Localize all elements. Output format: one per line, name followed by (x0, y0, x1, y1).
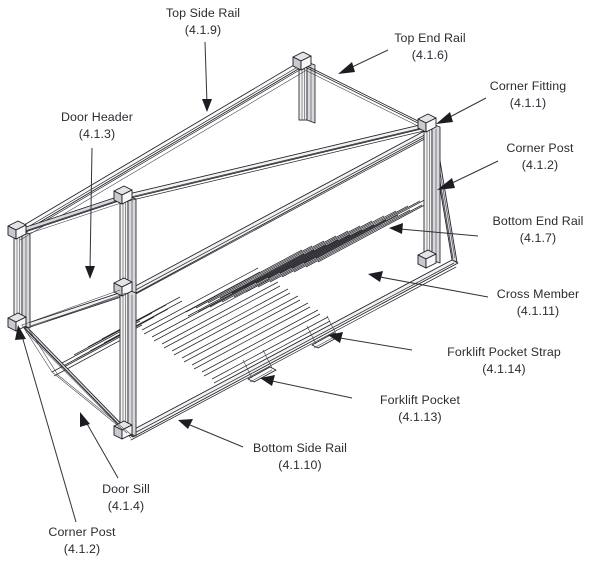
corner-post-right-front (423, 123, 441, 264)
callout-label-group: Top Side Rail (4.1.9) Top End Rail (4.1.… (48, 6, 583, 556)
callout-forklift-pocket-name: Forklift Pocket (380, 393, 460, 407)
callout-forklift-pocket-strap: Forklift Pocket Strap (4.1.14) (447, 345, 561, 376)
top-side-rail (13, 61, 306, 241)
callout-bottom-side-rail-name: Bottom Side Rail (253, 441, 347, 455)
door-sill (21, 324, 134, 439)
callout-top-side-rail-ref: (4.1.9) (185, 23, 222, 37)
leader-corner-post-right (437, 160, 499, 190)
leader-top-end-rail (338, 49, 389, 74)
leader-door-header (85, 147, 95, 279)
corner-fitting-top-centre (113, 185, 133, 205)
callout-bottom-end-rail-name: Bottom End Rail (492, 214, 583, 228)
leader-forklift-pocket-strap (328, 332, 413, 351)
callout-cross-member-ref: (4.1.11) (517, 304, 560, 318)
callout-cross-member: Cross Member (4.1.11) (497, 287, 579, 318)
callout-corner-fitting: Corner Fitting (4.1.1) (490, 79, 566, 110)
callout-top-side-rail: Top Side Rail (4.1.9) (166, 6, 240, 37)
corner-post-centre (119, 195, 137, 294)
leader-bottom-end-rail (389, 223, 479, 237)
corner-fitting-bottom-left-front (7, 312, 27, 332)
callout-cross-member-name: Cross Member (497, 287, 579, 301)
callout-corner-post-left-name: Corner Post (48, 525, 116, 539)
callout-door-header: Door Header (4.1.3) (61, 110, 133, 141)
bottom-side-rail-door-bay (21, 289, 134, 329)
leader-cross-member (368, 271, 489, 298)
corner-post-left-front (13, 230, 31, 329)
leader-corner-post-left (15, 325, 77, 523)
container-frame-structure (7, 51, 459, 441)
callout-corner-post-right-ref: (4.1.2) (522, 158, 559, 172)
forklift-pocket-1 (247, 366, 277, 383)
cross-member-group (51, 195, 435, 384)
leader-door-sill (80, 412, 119, 479)
callout-door-sill: Door Sill (4.1.4) (102, 482, 150, 513)
leader-forklift-pocket (260, 375, 353, 399)
callout-forklift-pocket-strap-ref: (4.1.14) (482, 362, 526, 376)
callout-top-end-rail: Top End Rail (4.1.6) (394, 31, 465, 62)
top-end-rail (298, 61, 431, 132)
callout-top-side-rail-name: Top Side Rail (166, 6, 240, 20)
callout-forklift-pocket: Forklift Pocket (4.1.13) (380, 393, 460, 424)
corner-fitting-top-right-rear (292, 51, 312, 71)
corner-fitting-bottom-right-front (417, 249, 437, 269)
callout-corner-fitting-ref: (4.1.1) (510, 96, 547, 110)
corner-fitting-deck-centre (113, 277, 133, 297)
callout-corner-post-left: Corner Post (4.1.2) (48, 525, 116, 556)
callout-corner-fitting-name: Corner Fitting (490, 79, 566, 93)
callout-forklift-pocket-ref: (4.1.13) (398, 410, 442, 424)
callout-top-end-rail-name: Top End Rail (394, 31, 465, 45)
corner-fitting-bottom-centre (113, 420, 133, 440)
bottom-side-rail-near (126, 259, 459, 441)
callout-leader-group (15, 41, 499, 523)
callout-door-header-name: Door Header (61, 110, 133, 124)
corner-fitting-top-left-front (7, 220, 27, 240)
callout-door-sill-ref: (4.1.4) (108, 499, 145, 513)
corner-fitting-top-right-front (417, 113, 437, 133)
leader-top-side-rail (202, 41, 212, 112)
callout-corner-post-right-name: Corner Post (506, 141, 574, 155)
callout-corner-post-left-ref: (4.1.2) (64, 542, 101, 556)
leader-corner-fitting (436, 97, 487, 124)
callout-forklift-pocket-strap-name: Forklift Pocket Strap (447, 345, 561, 359)
callout-top-end-rail-ref: (4.1.6) (412, 48, 449, 62)
top-side-rail-far (119, 123, 431, 203)
frame-detail-lines (21, 289, 134, 437)
callout-bottom-side-rail-ref: (4.1.10) (278, 458, 322, 472)
callout-corner-post-right: Corner Post (4.1.2) (506, 141, 574, 172)
callout-bottom-end-rail-ref: (4.1.7) (520, 231, 557, 245)
forklift-pocket-strap-group (242, 315, 337, 379)
callout-door-header-ref: (4.1.3) (79, 127, 116, 141)
corner-post-centre-lower (119, 289, 137, 437)
callout-door-sill-name: Door Sill (102, 482, 150, 496)
callout-bottom-side-rail: Bottom Side Rail (4.1.10) (253, 441, 347, 472)
callout-bottom-end-rail: Bottom End Rail (4.1.7) (492, 214, 583, 245)
corner-post-right-rear (298, 61, 316, 124)
leader-bottom-side-rail (178, 419, 244, 448)
